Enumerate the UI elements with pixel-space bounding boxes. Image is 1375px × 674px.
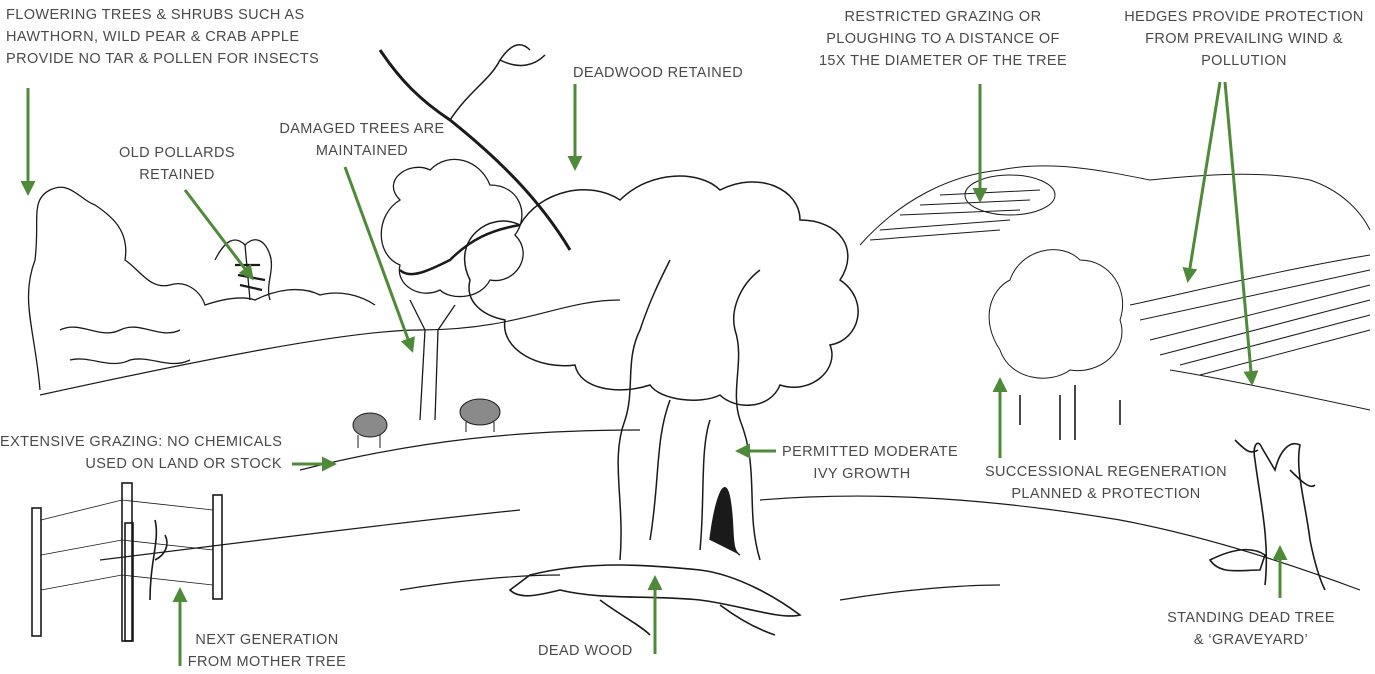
label-line: MAINTAINED — [272, 140, 452, 162]
label-line: USED ON LAND OR STOCK — [0, 453, 282, 475]
label-line: POLLUTION — [1118, 50, 1370, 72]
label-line: PERMITTED MODERATE — [782, 441, 942, 463]
label-line: PLANNED & PROTECTION — [966, 483, 1246, 505]
label-damaged-trees: DAMAGED TREES ARE MAINTAINED — [272, 118, 452, 162]
label-standing-dead-tree: STANDING DEAD TREE & ‘GRAVEYARD’ — [1160, 607, 1342, 651]
label-line: PLOUGHING TO A DISTANCE OF — [808, 28, 1078, 50]
label-line: PROVIDE NO TAR & POLLEN FOR INSECTS — [6, 48, 319, 70]
label-ivy-growth: PERMITTED MODERATE IVY GROWTH — [782, 441, 942, 485]
label-line: HAWTHORN, WILD PEAR & CRAB APPLE — [6, 26, 319, 48]
label-line: SUCCESSIONAL REGENERATION — [966, 461, 1246, 483]
label-line: DEADWOOD RETAINED — [573, 62, 743, 84]
label-flowering-trees: FLOWERING TREES & SHRUBS SUCH AS HAWTHOR… — [6, 4, 319, 70]
sheep — [353, 399, 500, 448]
fenced-sapling — [32, 483, 222, 641]
label-line: NEXT GENERATION — [186, 629, 348, 651]
label-line: EXTENSIVE GRAZING: NO CHEMICALS — [0, 431, 282, 453]
label-line: 15X THE DIAMETER OF THE TREE — [808, 50, 1078, 72]
label-restricted-grazing: RESTRICTED GRAZING OR PLOUGHING TO A DIS… — [808, 6, 1078, 72]
damaged-tree — [381, 159, 523, 420]
label-line: STANDING DEAD TREE — [1160, 607, 1342, 629]
label-line: HEDGES PROVIDE PROTECTION — [1118, 6, 1370, 28]
label-next-generation: NEXT GENERATION FROM MOTHER TREE — [186, 629, 348, 673]
label-line: OLD POLLARDS — [112, 142, 242, 164]
label-line: RETAINED — [112, 164, 242, 186]
label-dead-wood: DEAD WOOD — [538, 640, 633, 662]
label-deadwood-retained: DEADWOOD RETAINED — [573, 62, 743, 84]
label-old-pollards: OLD POLLARDS RETAINED — [112, 142, 242, 186]
arrow-damaged — [345, 167, 412, 350]
label-line: IVY GROWTH — [782, 463, 942, 485]
arrow-hedges-b — [1225, 82, 1252, 383]
label-line: FROM PREVAILING WIND & — [1118, 28, 1370, 50]
label-line: DEAD WOOD — [538, 640, 633, 662]
label-line: & ‘GRAVEYARD’ — [1160, 629, 1342, 651]
label-hedges: HEDGES PROVIDE PROTECTION FROM PREVAILIN… — [1118, 6, 1370, 72]
old-pollard-tree — [215, 240, 271, 300]
label-successional-regeneration: SUCCESSIONAL REGENERATION PLANNED & PROT… — [966, 461, 1246, 505]
arrow-pollards — [185, 190, 252, 278]
left-hedge — [29, 187, 375, 390]
label-extensive-grazing: EXTENSIVE GRAZING: NO CHEMICALS USED ON … — [0, 431, 282, 475]
distant-field — [860, 166, 1370, 440]
label-line: FLOWERING TREES & SHRUBS SUCH AS — [6, 4, 319, 26]
label-line: FROM MOTHER TREE — [186, 651, 348, 673]
arrow-hedges-a — [1188, 82, 1220, 280]
label-line: RESTRICTED GRAZING OR — [808, 6, 1078, 28]
label-line: DAMAGED TREES ARE — [272, 118, 452, 140]
